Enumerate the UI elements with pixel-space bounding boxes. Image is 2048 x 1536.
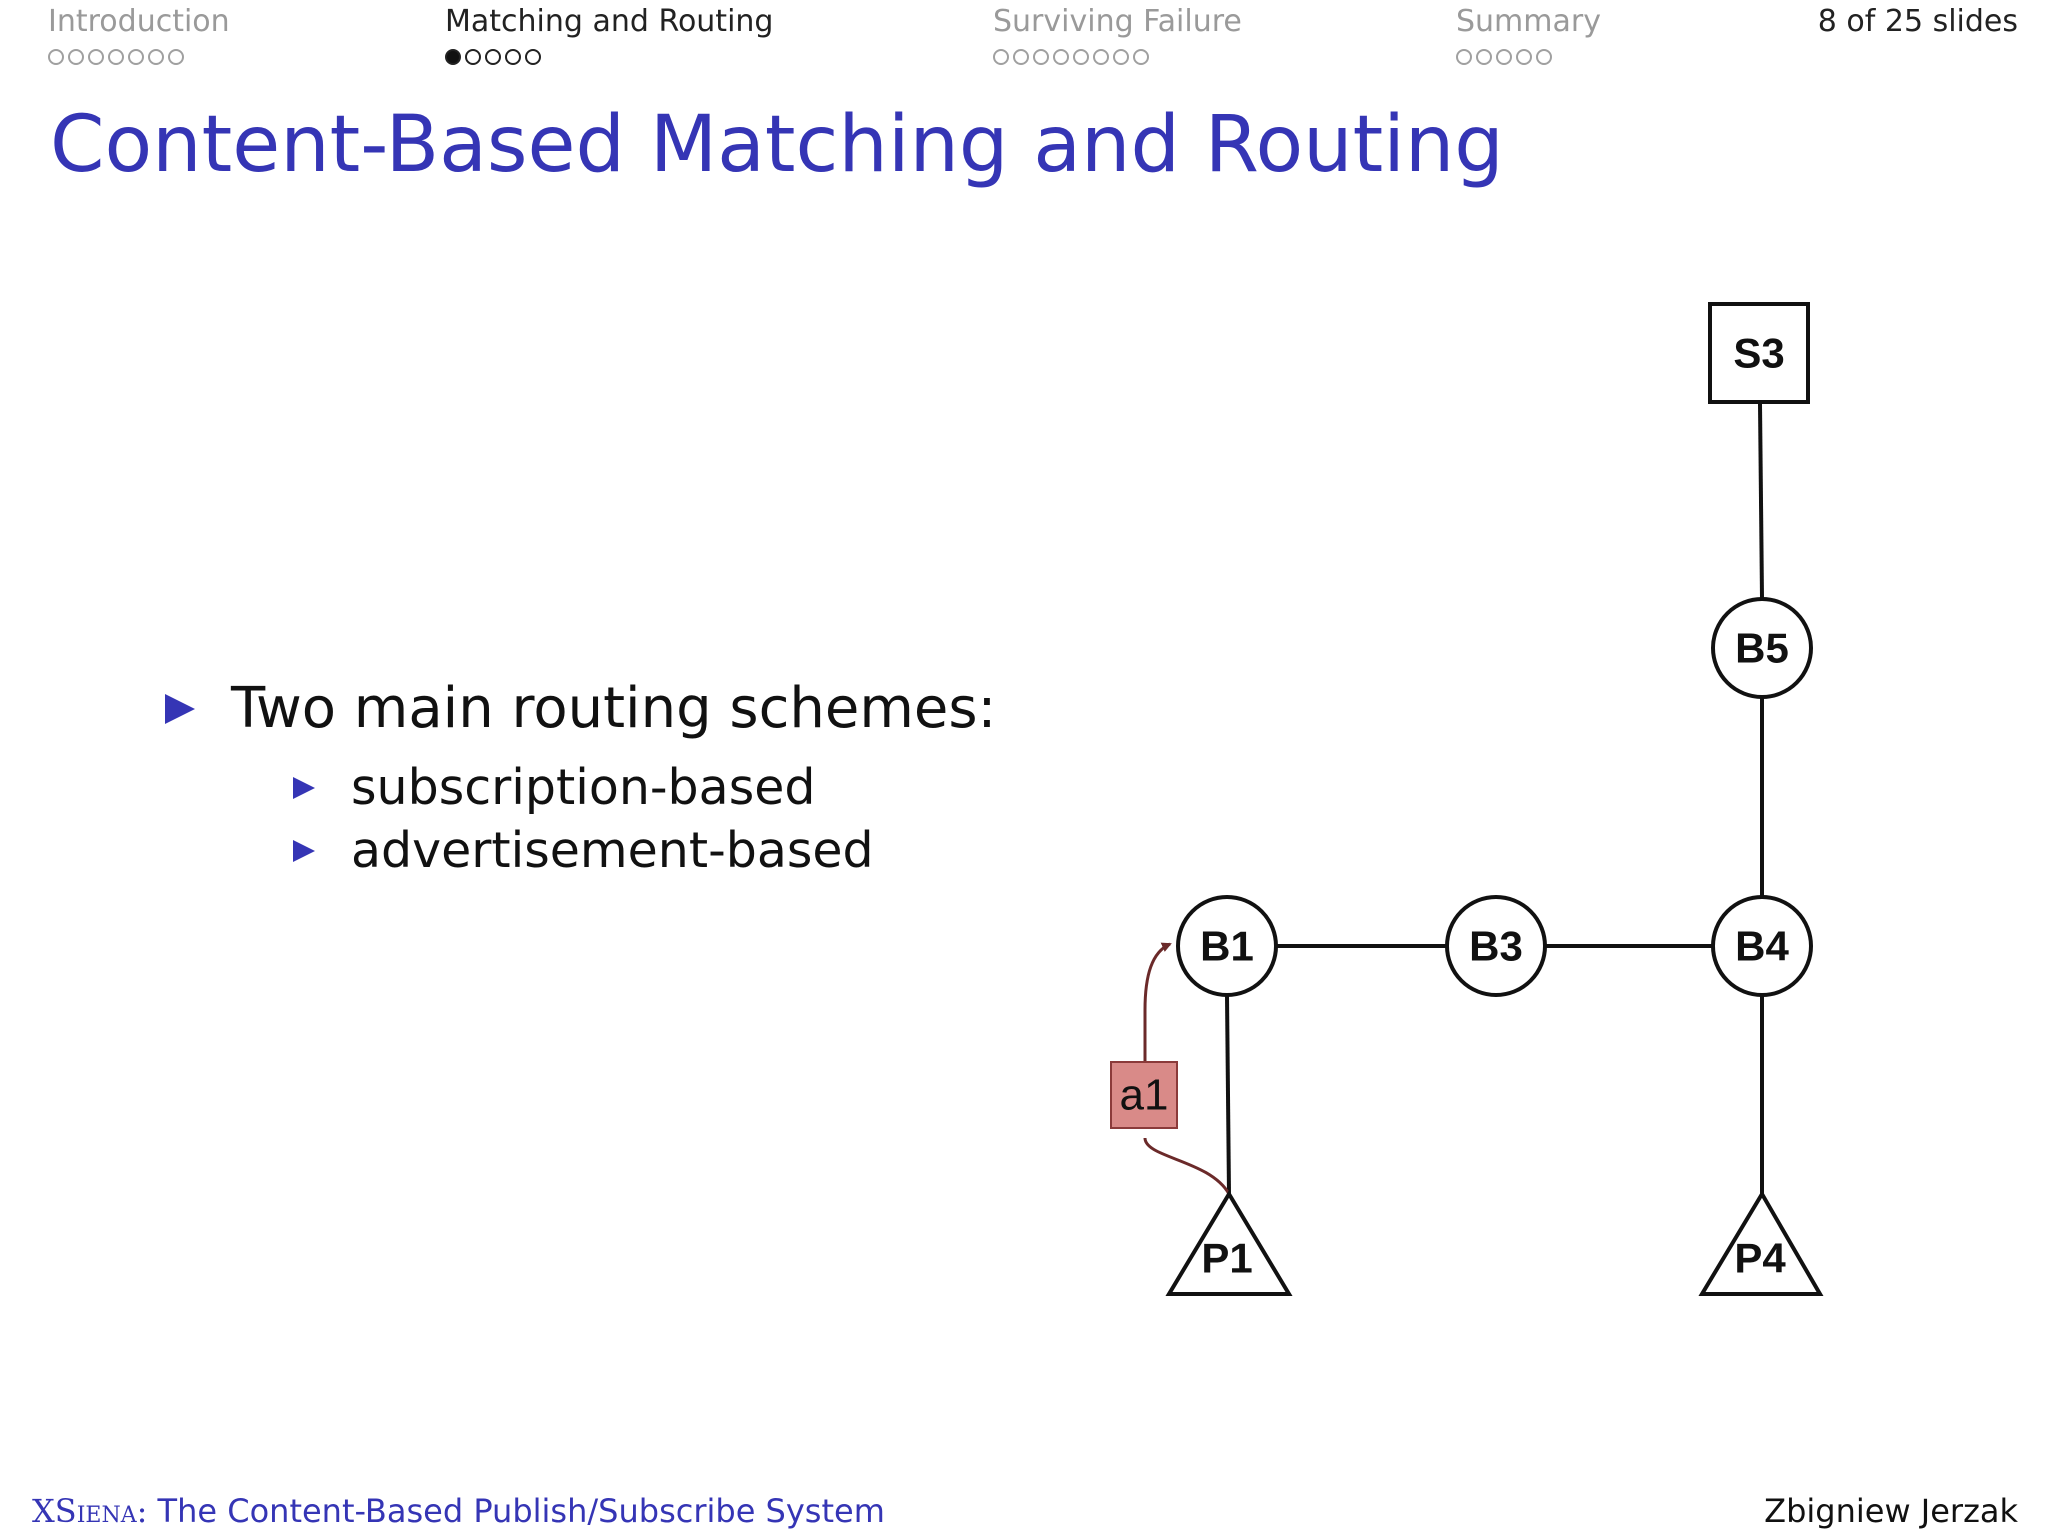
slide-dot[interactable] (1496, 49, 1512, 65)
node-label: B4 (1735, 923, 1789, 970)
slide-dot[interactable] (1013, 49, 1029, 65)
slide-title: Content-Based Matching and Routing (50, 100, 1504, 190)
nav-dots (993, 49, 1242, 65)
bullet-main: Two main routing schemes: (165, 676, 996, 741)
nav-section-label: Introduction (48, 4, 230, 39)
sub-bullet-text: advertisement-based (351, 822, 874, 879)
slide-dot[interactable] (88, 49, 104, 65)
slide-dot[interactable] (1033, 49, 1049, 65)
broker-node-b3: B3 (1445, 895, 1547, 997)
slide-dot[interactable] (465, 49, 481, 65)
nav-section-label: Surviving Failure (993, 4, 1242, 39)
subscriber-node-s3: S3 (1708, 302, 1810, 404)
slide-dot[interactable] (168, 49, 184, 65)
slide-dot[interactable] (68, 49, 84, 65)
advertisement-arrow (1143, 942, 1172, 1062)
sub-bullet-advertisement: advertisement-based (293, 822, 996, 879)
slide-dot[interactable] (485, 49, 501, 65)
bullet-triangle-icon (293, 839, 315, 862)
bullet-list: Two main routing schemes: subscription-b… (165, 676, 996, 879)
bullet-triangle-icon (293, 776, 315, 799)
nav-section-summary[interactable]: Summary (1456, 4, 1601, 65)
nav-section-label: Summary (1456, 4, 1601, 39)
footer-presentation-title: XSiena: The Content-Based Publish/Subscr… (32, 1492, 885, 1530)
node-label: P1 (1201, 1235, 1252, 1282)
bullet-triangle-icon (165, 693, 195, 724)
slide-dot[interactable] (108, 49, 124, 65)
nav-section-introduction[interactable]: Introduction (48, 4, 230, 65)
slide-dot[interactable] (1476, 49, 1492, 65)
nav-section-matching-routing[interactable]: Matching and Routing (445, 4, 773, 65)
advertisement-arrow (1143, 1137, 1231, 1195)
message-label: a1 (1120, 1071, 1169, 1120)
slide-dot[interactable] (148, 49, 164, 65)
nav-dots (48, 49, 230, 65)
nav-section-label: Matching and Routing (445, 4, 774, 39)
slide-dot[interactable] (1456, 49, 1472, 65)
node-label: S3 (1733, 330, 1784, 377)
slide-dot[interactable] (1536, 49, 1552, 65)
sub-bullet-subscription: subscription-based (293, 759, 996, 816)
slide-dot[interactable] (1093, 49, 1109, 65)
slide-dot[interactable] (993, 49, 1009, 65)
footer-author: Zbigniew Jerzak (1764, 1492, 2018, 1530)
broker-node-b1: B1 (1176, 895, 1278, 997)
slide-dot[interactable] (1073, 49, 1089, 65)
edge-s3-b5 (1758, 403, 1764, 599)
slide-dot[interactable] (1053, 49, 1069, 65)
slide-dot[interactable] (128, 49, 144, 65)
broker-node-b5: B5 (1711, 597, 1813, 699)
bullet-main-text: Two main routing schemes: (231, 676, 997, 741)
publisher-node-p1: P1 (1165, 1190, 1293, 1296)
node-label: B3 (1469, 923, 1523, 970)
slide-dot[interactable] (48, 49, 64, 65)
footer-system-name: XSiena: (32, 1492, 148, 1530)
slide-dot[interactable] (525, 49, 541, 65)
advertisement-message-a1: a1 (1110, 1061, 1178, 1129)
node-label: P4 (1734, 1235, 1786, 1282)
footer-subtitle: The Content-Based Publish/Subscribe Syst… (157, 1492, 885, 1530)
slide-counter: 8 of 25 slides (1817, 4, 2018, 39)
nav-dots (1456, 49, 1601, 65)
broker-node-b4: B4 (1711, 895, 1813, 997)
slide-dot[interactable] (1113, 49, 1129, 65)
node-label: B5 (1735, 625, 1789, 672)
slide-dot[interactable] (445, 49, 461, 65)
slide-dot[interactable] (1516, 49, 1532, 65)
sub-bullet-text: subscription-based (351, 759, 816, 816)
publisher-node-p4: P4 (1698, 1190, 1824, 1296)
edge-b1-p1 (1225, 995, 1231, 1195)
slide-dot[interactable] (505, 49, 521, 65)
nav-section-surviving-failure[interactable]: Surviving Failure (993, 4, 1242, 65)
nav-dots (445, 49, 773, 65)
slide-dot[interactable] (1133, 49, 1149, 65)
node-label: B1 (1200, 923, 1254, 970)
